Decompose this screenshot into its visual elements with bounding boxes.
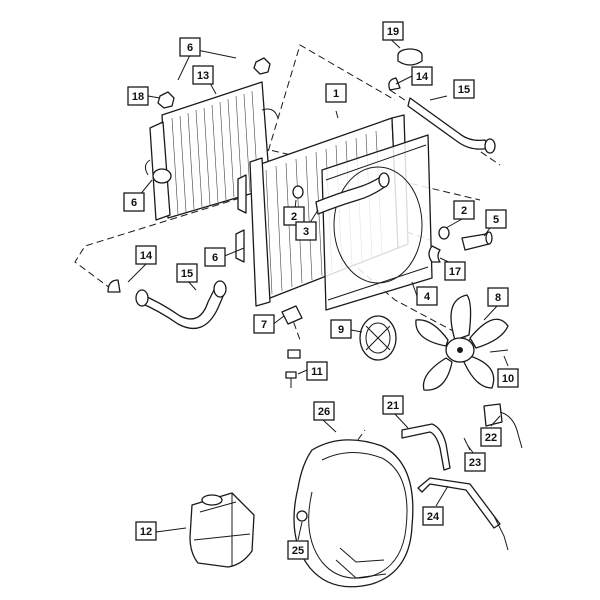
callout-label: 3 <box>303 226 309 238</box>
callout-24: 24 <box>422 506 444 526</box>
callout-label: 6 <box>212 252 218 264</box>
upper-clamp-icon <box>388 77 401 91</box>
callout-label: 9 <box>338 324 344 336</box>
callout-9: 9 <box>330 319 352 339</box>
coolant-sensor-part <box>461 231 493 251</box>
callout-14b: 14 <box>135 245 157 265</box>
callout-25: 25 <box>287 540 309 560</box>
callout-label: 6 <box>131 197 137 209</box>
callout-1: 1 <box>325 83 347 103</box>
callout-6b: 6 <box>123 192 145 212</box>
lower-hose-connector <box>428 245 441 263</box>
callout-13: 13 <box>192 65 214 85</box>
callout-label: 12 <box>140 526 152 538</box>
callout-19: 19 <box>382 21 404 41</box>
nut-icon <box>157 91 175 109</box>
callout-15b: 15 <box>176 263 198 283</box>
callout-4: 4 <box>416 286 438 306</box>
callout-5: 5 <box>485 209 507 229</box>
callout-23: 23 <box>464 452 486 472</box>
lower-coolant-hose <box>135 280 227 329</box>
radiator-cap <box>397 48 423 66</box>
callout-15a: 15 <box>453 79 475 99</box>
lower-clamp-icon <box>107 279 121 293</box>
upper-radiator-hose <box>315 172 390 215</box>
grommet-25 <box>296 510 308 522</box>
callout-label: 22 <box>485 432 497 444</box>
temperature-sensor <box>281 305 303 325</box>
cooling-fan <box>415 294 509 391</box>
callout-label: 6 <box>187 42 193 54</box>
upper-fan-shroud <box>321 134 433 311</box>
callout-label: 1 <box>333 88 339 100</box>
callout-2b: 2 <box>453 200 475 220</box>
callout-label: 17 <box>449 266 461 278</box>
upper-coolant-tube <box>407 97 496 154</box>
nut-icon <box>253 57 271 75</box>
hose-clamp-icon <box>292 185 304 199</box>
callout-label: 21 <box>387 400 399 412</box>
callout-label: 23 <box>469 457 481 469</box>
callout-label: 11 <box>311 366 323 378</box>
callout-label: 8 <box>495 292 501 304</box>
callout-label: 4 <box>424 291 431 303</box>
fan-bolt-10 <box>489 349 509 353</box>
callout-label: 5 <box>493 214 499 226</box>
callout-label: 2 <box>461 205 467 217</box>
callout-6c: 6 <box>204 247 226 267</box>
callout-label: 13 <box>197 70 209 82</box>
callout-3: 3 <box>295 221 317 241</box>
callout-10: 10 <box>497 368 519 388</box>
hose-clamp-icon <box>438 226 450 240</box>
callout-6a: 6 <box>179 37 201 57</box>
callout-label: 26 <box>318 406 330 418</box>
fan-bolt <box>285 349 301 388</box>
callout-14a: 14 <box>411 66 433 86</box>
callout-21: 21 <box>382 395 404 415</box>
callout-26: 26 <box>313 401 335 421</box>
callout-7: 7 <box>253 314 275 334</box>
callout-label: 19 <box>387 26 399 38</box>
callout-label: 2 <box>291 211 297 223</box>
callout-label: 15 <box>181 268 193 280</box>
callout-2a: 2 <box>283 206 305 226</box>
hose-assembly-24 <box>417 477 509 551</box>
callout-18: 18 <box>127 86 149 106</box>
callout-12: 12 <box>135 521 157 541</box>
callout-label: 25 <box>292 545 304 557</box>
callout-8: 8 <box>487 287 509 307</box>
coolant-reservoir <box>189 492 255 568</box>
callout-label: 15 <box>458 84 470 96</box>
fan-clutch <box>359 315 397 361</box>
coolant-tube-21 <box>401 423 451 471</box>
callout-label: 18 <box>132 91 144 103</box>
callout-label: 14 <box>416 71 429 83</box>
callout-22: 22 <box>480 427 502 447</box>
callout-label: 10 <box>502 373 514 385</box>
callout-17: 17 <box>444 261 466 281</box>
callout-label: 14 <box>140 250 153 262</box>
callout-label: 7 <box>261 319 267 331</box>
mounting-bracket-22 <box>483 403 523 449</box>
callout-11: 11 <box>306 361 328 381</box>
callout-label: 24 <box>427 511 440 523</box>
lower-fan-shroud <box>293 439 414 588</box>
